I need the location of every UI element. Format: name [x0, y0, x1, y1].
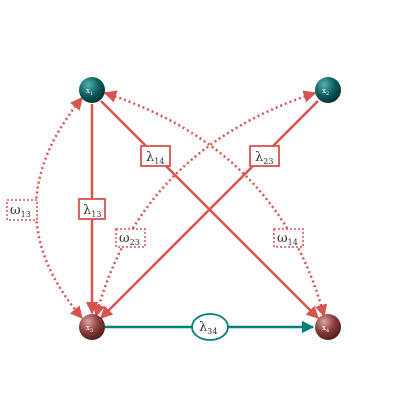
node-x3-base: x [86, 324, 90, 332]
label-omega-14: ω14 [273, 228, 304, 248]
svg-text:x3: x3 [86, 324, 93, 334]
label-lambda-14: λ14 [140, 145, 171, 167]
label-omega-23: ω23 [115, 228, 146, 248]
label-lambda-13: λ13 [78, 198, 106, 220]
node-x2-sub: 2 [326, 91, 329, 97]
label-lambda-23-sub: 23 [263, 157, 273, 166]
svg-text:ω23: ω23 [119, 231, 140, 247]
svg-text:x4: x4 [322, 324, 329, 334]
svg-text:λ23: λ23 [255, 150, 273, 166]
svg-text:ω13: ω13 [10, 203, 31, 219]
label-lambda-34-sub: 34 [207, 327, 217, 336]
node-x1-base: x [86, 87, 90, 95]
node-x3-sub: 3 [90, 328, 93, 334]
label-lambda-23: λ23 [249, 145, 280, 167]
svg-text:λ13: λ13 [83, 203, 101, 219]
svg-text:λ34: λ34 [199, 320, 217, 336]
edge-labels: λ13 λ14 λ23 λ34 ω13 ω23 ω14 [6, 145, 304, 341]
label-lambda-34: λ34 [191, 313, 229, 341]
label-omega-14-base: ω [277, 231, 288, 246]
label-omega-13-sub: 13 [21, 210, 31, 219]
svg-text:x1: x1 [86, 87, 93, 97]
node-x4-base: x [322, 324, 326, 332]
node-x1: x1 [79, 77, 105, 103]
label-lambda-23-base: λ [255, 150, 263, 165]
node-x2-base: x [322, 87, 326, 95]
label-omega-23-base: ω [119, 231, 130, 246]
edges [34, 90, 328, 334]
node-x4-sub: 4 [326, 328, 329, 334]
node-x3: x3 [79, 314, 105, 340]
label-lambda-13-sub: 13 [91, 210, 101, 219]
svg-text:ω14: ω14 [277, 231, 298, 247]
label-omega-13: ω13 [6, 199, 38, 221]
label-omega-14-sub: 14 [288, 238, 298, 247]
label-lambda-13-base: λ [83, 203, 91, 218]
label-omega-13-base: ω [10, 203, 21, 218]
svg-text:λ14: λ14 [146, 150, 164, 166]
edge-omega-13 [34, 97, 83, 319]
label-lambda-34-base: λ [199, 320, 207, 335]
node-x1-sub: 1 [90, 91, 93, 97]
node-x4: x4 [315, 314, 341, 340]
node-x2: x2 [315, 77, 341, 103]
label-lambda-14-base: λ [146, 150, 154, 165]
label-lambda-14-sub: 14 [154, 157, 164, 166]
svg-text:x2: x2 [322, 87, 329, 97]
nodes: x1 x2 x3 x4 [79, 77, 341, 340]
label-omega-23-sub: 23 [130, 238, 140, 247]
edge-omega-14 [103, 90, 328, 318]
